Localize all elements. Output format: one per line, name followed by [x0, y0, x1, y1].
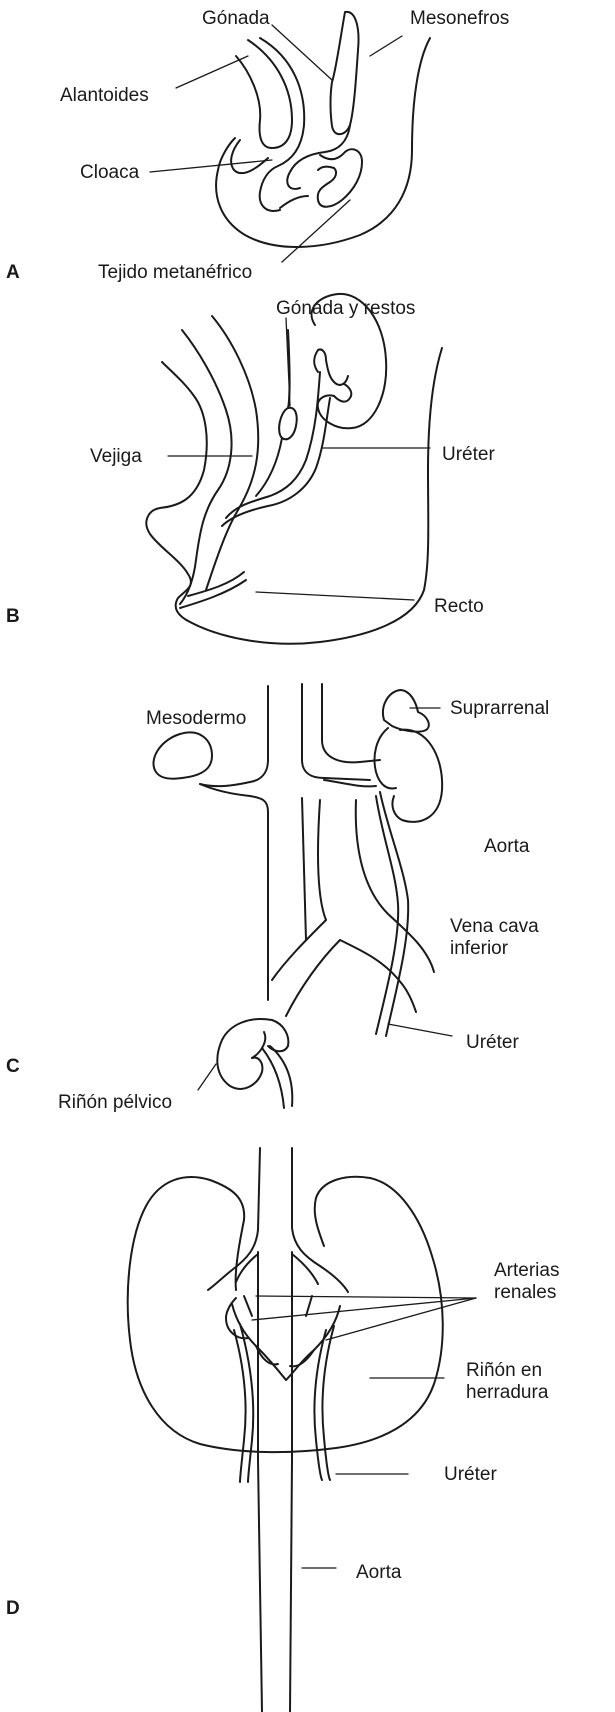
- panel-letter-b: B: [6, 606, 20, 627]
- label-arterias-1: Arterias: [494, 1260, 559, 1281]
- label-cloaca: Cloaca: [80, 162, 140, 183]
- label-suprarrenal: Suprarrenal: [450, 698, 549, 719]
- label-mesodermo: Mesodermo: [146, 708, 246, 729]
- panel-d-drawing: [128, 1148, 443, 1712]
- panel-letter-d: D: [6, 1598, 20, 1619]
- panel-letter-c: C: [6, 1056, 20, 1077]
- leader-alantoides: [176, 56, 248, 88]
- leader-recto: [256, 592, 414, 600]
- label-vena-cava-2: inferior: [450, 938, 509, 959]
- leader-arterias-c: [256, 1296, 476, 1298]
- label-vejiga: Vejiga: [90, 446, 142, 467]
- panel-a: Gónada Mesonefros Alantoides Cloaca Teji…: [6, 8, 509, 283]
- panel-letter-a: A: [6, 262, 20, 283]
- label-ureter-b: Uréter: [442, 444, 495, 465]
- leader-arterias-b: [326, 1298, 476, 1340]
- label-mesonefros: Mesonefros: [410, 8, 509, 29]
- panel-c-drawing: [153, 684, 442, 1108]
- panel-b-drawing: [146, 294, 442, 644]
- label-vena-cava-1: Vena cava: [450, 916, 539, 937]
- label-aorta-d: Aorta: [356, 1562, 402, 1583]
- label-tejido: Tejido metanéfrico: [98, 262, 252, 283]
- leader-ureter-c: [388, 1024, 452, 1036]
- leader-tejido: [282, 200, 350, 262]
- label-herradura-2: herradura: [466, 1382, 549, 1403]
- label-gonada: Gónada: [202, 8, 270, 29]
- label-recto: Recto: [434, 596, 484, 617]
- label-alantoides: Alantoides: [60, 85, 149, 106]
- label-ureter-c: Uréter: [466, 1032, 519, 1053]
- panel-d: Arterias renales Riñón en herradura Urét…: [6, 1148, 559, 1712]
- label-arterias-2: renales: [494, 1282, 556, 1303]
- panel-b: Gónada y restos Vejiga Uréter Recto B: [6, 294, 495, 644]
- leader-gonada: [272, 25, 332, 80]
- label-rinon-pelvico: Riñón pélvico: [58, 1092, 172, 1113]
- label-ureter-d: Uréter: [444, 1464, 497, 1485]
- leader-mesonefros: [370, 36, 402, 56]
- panel-a-drawing: [216, 12, 430, 247]
- leader-rinon-pelvico: [198, 1064, 216, 1090]
- panel-c: Mesodermo Suprarrenal Aorta Vena cava in…: [6, 684, 549, 1113]
- label-herradura-1: Riñón en: [466, 1360, 542, 1381]
- label-aorta-c: Aorta: [484, 836, 530, 857]
- label-gonada-restos: Gónada y restos: [276, 298, 415, 319]
